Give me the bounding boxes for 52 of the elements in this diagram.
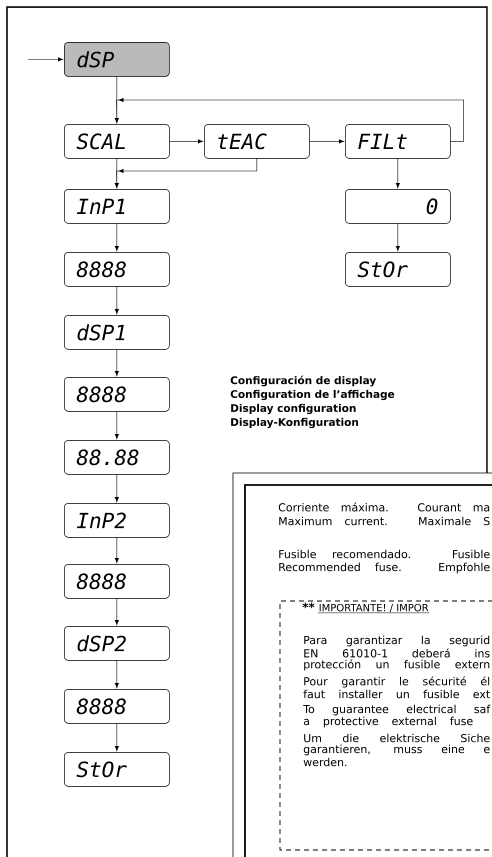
display-box: FILt — [345, 124, 451, 159]
display-box: 8888 — [64, 252, 170, 287]
display-box: 88.88 — [64, 440, 170, 475]
arrow — [309, 139, 344, 144]
arrow — [114, 223, 119, 252]
note-text: werden. — [304, 758, 346, 766]
note-text: Maximum current. Maximale S — [279, 516, 490, 526]
heading-text: Configuration de l’affichage — [230, 390, 394, 400]
heading-text: Configuración de display — [230, 376, 376, 386]
arrow — [114, 598, 119, 626]
arrow — [28, 57, 64, 62]
arrow — [396, 223, 400, 252]
note-text: Recommended fuse. Empfohle — [279, 562, 490, 574]
arrow — [114, 98, 464, 142]
note-text: protección un fusible extern — [304, 659, 490, 671]
display-box: tEAC — [204, 124, 310, 159]
arrow — [114, 537, 119, 564]
heading-text: Display-Konfiguration — [231, 418, 358, 428]
display-box: StOr — [64, 752, 170, 787]
warning-heading: IMPORTANTE! / IMPOR — [318, 604, 430, 614]
display-box: dSP1 — [64, 315, 170, 350]
arrow — [169, 139, 204, 144]
display-box: SCAL — [64, 124, 170, 159]
note-text: Para garantizar la segurid — [304, 636, 490, 646]
arrow — [114, 723, 119, 752]
display-box: InP1 — [64, 189, 170, 224]
note-text: Pour garantir le sécurité él — [304, 676, 490, 688]
note-text: EN 61010-1 deberá ins — [304, 648, 490, 658]
note-text: To guarantee electrical saf — [303, 704, 490, 716]
display-box: 8888 — [64, 564, 170, 599]
display-box: 8888 — [64, 689, 170, 724]
note-text: faut installer un fusible ext — [303, 690, 490, 698]
display-box: 8888 — [64, 377, 170, 412]
display-box: 0 — [345, 189, 451, 224]
display-box: dSP — [64, 42, 170, 77]
note-text: Corriente máxima. Courant ma — [278, 502, 490, 512]
note-text: Um die elektrische Siche — [304, 734, 490, 742]
arrow — [114, 660, 119, 688]
arrow — [396, 158, 400, 188]
arrow — [114, 158, 119, 188]
note-text: a protective external fuse — [304, 716, 473, 728]
asterisk-mark: ** — [302, 602, 314, 608]
display-box: StOr — [345, 252, 451, 287]
note-text: garantieren, muss eine e — [304, 744, 490, 756]
arrow — [114, 474, 119, 502]
arrow — [114, 349, 119, 376]
arrow — [114, 286, 119, 314]
note-text: Fusible recomendado. Fusible — [279, 550, 490, 558]
display-box: InP2 — [64, 503, 170, 538]
display-box: dSP2 — [64, 626, 170, 661]
arrow — [114, 411, 119, 440]
heading-text: Display configuration — [231, 404, 356, 414]
